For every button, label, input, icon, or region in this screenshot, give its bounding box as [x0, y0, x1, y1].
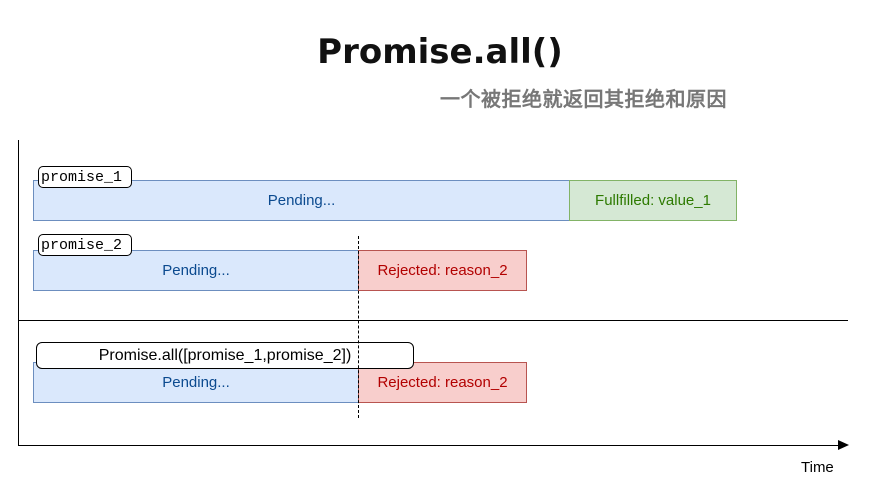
- promise-1-label: promise_1: [38, 166, 132, 188]
- promise-all-pending-text: Pending...: [162, 374, 230, 391]
- promise-all-label: Promise.all([promise_1,promise_2]): [36, 342, 414, 369]
- promise-1-pending-text: Pending...: [267, 192, 336, 209]
- promise-2-pending-bar: Pending...: [33, 250, 359, 291]
- time-axis-label: Time: [801, 459, 834, 476]
- promise-1-fulfilled-bar: Fullfilled: value_1: [569, 180, 737, 221]
- section-divider: [18, 320, 848, 321]
- promise-2-label: promise_2: [38, 234, 132, 256]
- rejection-time-marker: [358, 236, 359, 418]
- y-axis-line: [18, 140, 19, 446]
- promise-2-rejected-text: Rejected: reason_2: [377, 262, 508, 279]
- promise-1-fulfilled-text: Fullfilled: value_1: [595, 192, 711, 209]
- diagram-title: Promise.all(): [317, 32, 563, 72]
- promise-2-rejected-bar: Rejected: reason_2: [358, 250, 527, 291]
- diagram-subtitle: 一个被拒绝就返回其拒绝和原因: [440, 87, 727, 111]
- promise-2-pending-text: Pending...: [162, 262, 230, 279]
- time-axis-line: [18, 445, 840, 446]
- time-axis-arrow-icon: [838, 440, 849, 450]
- promise-all-rejected-text: Rejected: reason_2: [377, 374, 508, 391]
